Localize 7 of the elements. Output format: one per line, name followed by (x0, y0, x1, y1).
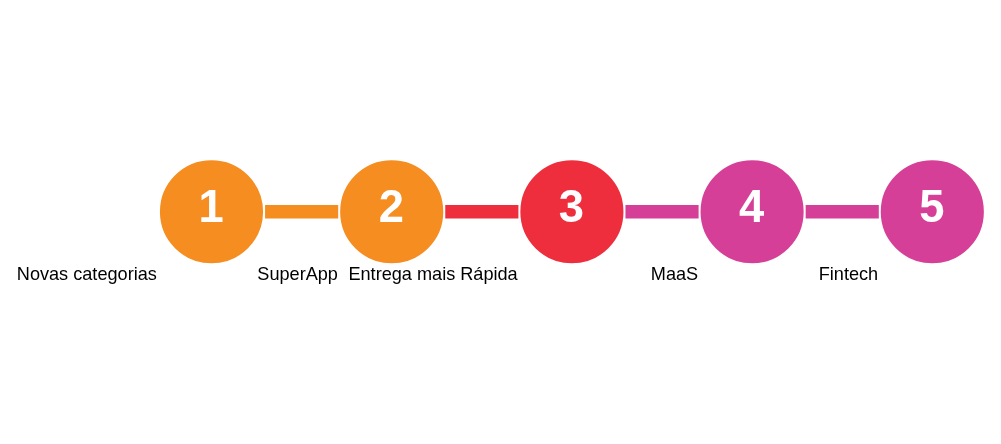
node-label: MaaS (650, 263, 699, 284)
connector (265, 205, 339, 219)
node-label: Fintech (818, 263, 879, 284)
connector (805, 205, 879, 219)
connector (625, 205, 699, 219)
connector (445, 205, 519, 219)
node-label: Novas categorias (16, 263, 157, 284)
